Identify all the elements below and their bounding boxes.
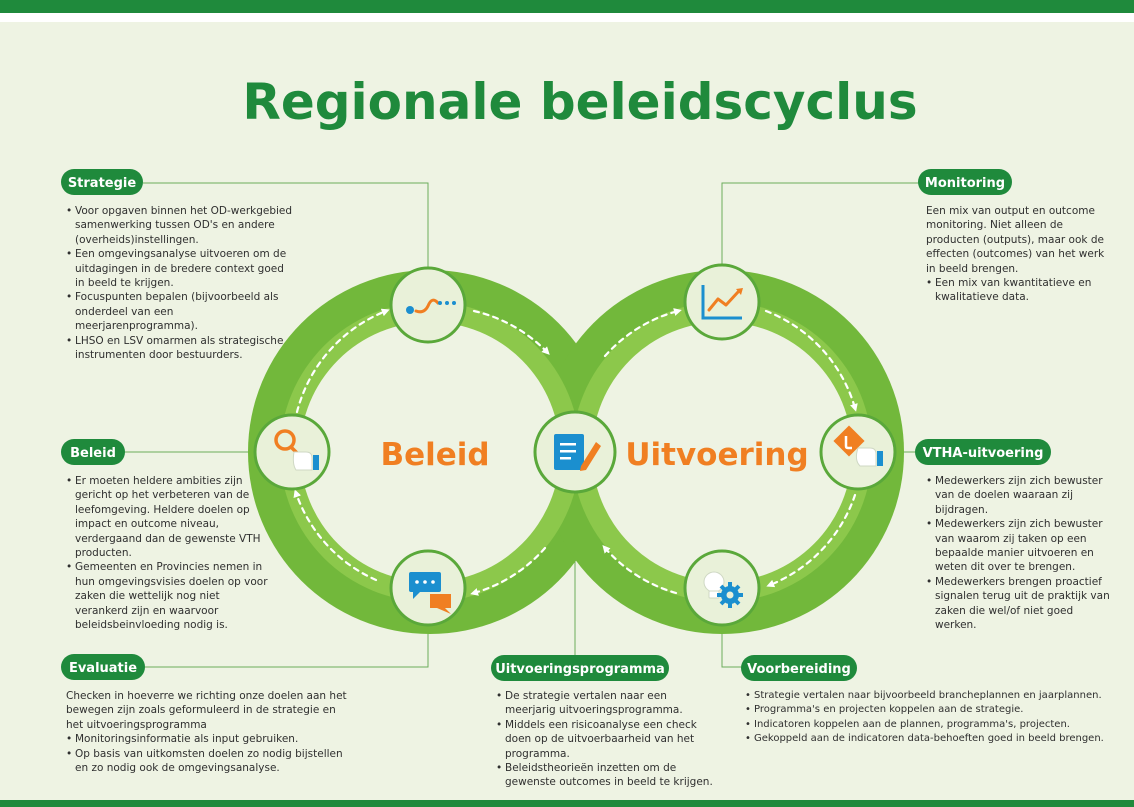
- pill-monitoring: Monitoring: [918, 169, 1012, 195]
- monitoring-bullet: Een mix van kwantitatieve en kwalitatiev…: [926, 276, 1106, 305]
- voorbereiding-text: Strategie vertalen naar bijvoorbeeld bra…: [745, 689, 1123, 747]
- pill-monitoring-label: Monitoring: [925, 176, 1005, 191]
- evaluatie-text: Checken in hoeverre we richting onze doe…: [66, 689, 352, 775]
- monitoring-intro: Een mix van output en outcome monitoring…: [926, 205, 1105, 275]
- pill-voorbereiding: Voorbereiding: [741, 655, 857, 681]
- bottom-band: [0, 800, 1134, 807]
- top-band: [0, 0, 1134, 13]
- pointing-hand-icon: [833, 425, 883, 467]
- uitvoeringsprogramma-bullet-list: De strategie vertalen naar een meerjarig…: [496, 689, 714, 790]
- connector-monitoring: [721, 182, 935, 278]
- pill-evaluatie-label: Evaluatie: [69, 661, 137, 676]
- vtha-bullet: Medewerkers brengen proactief signalen t…: [926, 575, 1112, 633]
- monitoring-node: [683, 263, 761, 341]
- flow-arrow-uitvoeringsprogramma-monitoring: [603, 308, 682, 358]
- beleid-text: Er moeten heldere ambities zijn gericht …: [66, 474, 274, 632]
- evaluatie-bullet: Op basis van uitkomsten doelen zo nodig …: [66, 747, 352, 776]
- flow-arrow-monitoring-vtha: [764, 309, 858, 412]
- connector-evaluatie: [140, 620, 429, 668]
- voorbereiding-bullet: Indicatoren koppelen aan de plannen, pro…: [745, 718, 1123, 733]
- chat-bubbles-icon: [409, 572, 451, 614]
- strategie-bullet: Focuspunten bepalen (bijvoorbeeld als on…: [66, 290, 294, 333]
- flow-arrow-vtha-voorbereiding: [766, 493, 857, 588]
- strategie-bullet: Voor opgaven binnen het OD-werkgebied sa…: [66, 204, 294, 247]
- vtha-bullet: Medewerkers zijn zich bewuster van waaro…: [926, 517, 1112, 575]
- pill-vtha: VTHA-uitvoering: [915, 439, 1051, 465]
- pill-strategie-label: Strategie: [68, 176, 137, 191]
- pill-uitvoeringsprogramma: Uitvoeringsprogramma: [491, 655, 669, 681]
- uitvoeringsprogramma-node: [533, 410, 617, 494]
- evaluatie-bullet: Monitoringsinformatie als input gebruike…: [66, 732, 352, 747]
- beleid-bullet-list: Er moeten heldere ambities zijn gericht …: [66, 474, 274, 632]
- connector-voorbereiding: [721, 620, 745, 668]
- vtha-bullet-list: Medewerkers zijn zich bewuster van de do…: [926, 474, 1112, 632]
- pill-beleid: Beleid: [61, 439, 125, 465]
- lightbulb-gear-icon: [703, 571, 743, 608]
- evaluatie-bullet-list: Monitoringsinformatie als input gebruike…: [66, 732, 352, 775]
- vtha-node: [819, 413, 897, 491]
- flow-arrows: [293, 308, 858, 596]
- document-pen-icon: [554, 434, 601, 471]
- strategie-text: Voor opgaven binnen het OD-werkgebied sa…: [66, 204, 294, 362]
- strategie-bullet: Een omgevingsanalyse uitvoeren om de uit…: [66, 247, 294, 290]
- voorbereiding-bullet: Strategie vertalen naar bijvoorbeeld bra…: [745, 689, 1123, 704]
- uitvoeringsprogramma-bullet: De strategie vertalen naar een meerjarig…: [496, 689, 714, 718]
- pill-uitvoeringsprogramma-label: Uitvoeringsprogramma: [495, 662, 665, 677]
- monitoring-text: Een mix van output en outcome monitoring…: [926, 204, 1106, 305]
- voorbereiding-bullet: Programma's en projecten koppelen aan de…: [745, 703, 1123, 718]
- top-band-accent: [0, 13, 1134, 22]
- evaluatie-node: [389, 549, 467, 627]
- strategie-bullet: LHSO en LSV omarmen als strategische ins…: [66, 334, 294, 363]
- pill-strategie: Strategie: [61, 169, 143, 195]
- flow-arrow-uitvoeringsprogramma-evaluatie: [470, 546, 547, 596]
- right-ring-hole: [592, 322, 852, 582]
- strategie-node: [389, 266, 467, 344]
- magnifier-hand-icon: [274, 429, 319, 471]
- pill-beleid-label: Beleid: [70, 446, 116, 461]
- flow-arrow-voorbereiding-uitvoeringsprogramma: [602, 545, 678, 595]
- monitoring-bullet-list: Een mix van kwantitatieve en kwalitatiev…: [926, 276, 1106, 305]
- pill-evaluatie: Evaluatie: [61, 654, 145, 680]
- line-graph-icon: [701, 285, 743, 320]
- beleid-bullet: Er moeten heldere ambities zijn gericht …: [66, 474, 274, 560]
- voorbereiding-bullet: Gekoppeld aan de indicatoren data-behoef…: [745, 732, 1123, 747]
- beleid-node: [253, 413, 331, 491]
- label-beleid-center: Beleid: [380, 437, 489, 473]
- connector-strategie: [143, 182, 429, 282]
- uitvoeringsprogramma-text: De strategie vertalen naar een meerjarig…: [496, 689, 714, 790]
- uitvoeringsprogramma-bullet: Middels een risicoanalyse een check doen…: [496, 718, 714, 761]
- label-uitvoering-center: Uitvoering: [625, 437, 808, 473]
- flow-arrow-evaluatie-beleid: [293, 489, 378, 582]
- strategie-bullet-list: Voor opgaven binnen het OD-werkgebied sa…: [66, 204, 294, 362]
- left-ring-hole: [300, 322, 560, 582]
- infinity-rings: [248, 270, 904, 634]
- uitvoeringsprogramma-bullet: Beleidstheorieën inzetten om de gewenste…: [496, 761, 714, 790]
- flow-arrow-beleid-strategie: [295, 308, 390, 414]
- vtha-bullet: Medewerkers zijn zich bewuster van de do…: [926, 474, 1112, 517]
- pill-vtha-label: VTHA-uitvoering: [923, 446, 1044, 461]
- pill-voorbereiding-label: Voorbereiding: [747, 662, 851, 677]
- flow-arrow-strategie-uitvoeringsprogramma: [472, 309, 550, 355]
- voorbereiding-bullet-list: Strategie vertalen naar bijvoorbeeld bra…: [745, 689, 1123, 747]
- page-title: Regionale beleidscyclus: [242, 73, 917, 131]
- evaluatie-intro: Checken in hoeverre we richting onze doe…: [66, 690, 347, 731]
- path-icon: [406, 298, 456, 314]
- beleid-bullet: Gemeenten en Provincies nemen in hun omg…: [66, 560, 274, 632]
- voorbereiding-node: [683, 549, 761, 627]
- vtha-text: Medewerkers zijn zich bewuster van de do…: [926, 474, 1112, 632]
